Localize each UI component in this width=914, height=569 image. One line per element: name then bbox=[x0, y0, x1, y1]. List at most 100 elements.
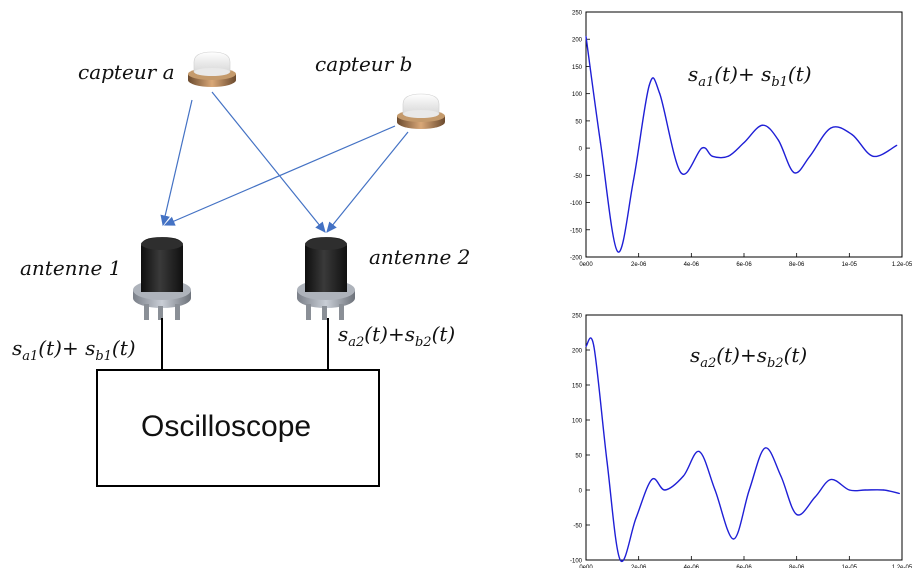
sig1-sub2: b1 bbox=[95, 349, 112, 364]
signal-point bbox=[761, 124, 764, 126]
signal-point bbox=[664, 489, 666, 491]
signal-point bbox=[764, 447, 766, 449]
oscilloscope-box bbox=[96, 369, 380, 487]
signal-point bbox=[659, 93, 661, 95]
arrow-b-to-antenna1 bbox=[163, 125, 396, 226]
y-tick-label: 0 bbox=[579, 489, 583, 495]
c2-s1: s bbox=[690, 343, 701, 367]
arrow-b-to-antenna2 bbox=[326, 131, 409, 233]
y-tick-label: 200 bbox=[572, 349, 583, 355]
signal-point bbox=[777, 139, 779, 141]
sig2-t2: (t) bbox=[431, 322, 456, 346]
c2-sub1: a2 bbox=[700, 356, 717, 371]
sig2-t1: (t)+ bbox=[364, 322, 405, 346]
x-tick-label: 2e-06 bbox=[631, 262, 647, 268]
signal-point bbox=[743, 142, 745, 144]
x-tick-label: 0e00 bbox=[579, 565, 593, 568]
signal-label-antenna1: sa1(t)+ sb1(t) bbox=[12, 336, 136, 364]
y-tick-label: -200 bbox=[570, 256, 583, 262]
signal-point bbox=[599, 142, 602, 144]
c1-sub1: a1 bbox=[698, 75, 715, 90]
antenna-1-icon bbox=[133, 237, 191, 320]
signal-point bbox=[585, 345, 587, 348]
x-tick-label: 2e-06 bbox=[631, 565, 647, 568]
signal-point bbox=[648, 84, 650, 87]
c1-s1: s bbox=[688, 62, 699, 86]
signal-label-antenna2: sa2(t)+sb2(t) bbox=[338, 322, 455, 350]
x-tick-label: 4e-06 bbox=[684, 565, 700, 568]
signal-point bbox=[796, 513, 798, 516]
signal-point bbox=[882, 489, 885, 491]
sig2-s1: s bbox=[338, 322, 349, 346]
x-tick-label: 6e-06 bbox=[736, 565, 752, 568]
c2-t2: (t) bbox=[783, 343, 808, 367]
c1-t1: (t)+ bbox=[714, 62, 762, 86]
y-tick-label: 0 bbox=[579, 147, 583, 153]
signal-point bbox=[851, 133, 853, 136]
signal-point bbox=[711, 155, 713, 157]
antenna-1-label: antenne 1 bbox=[20, 256, 122, 280]
sensor-a-label: capteur a bbox=[78, 60, 175, 84]
diagram-canvas bbox=[96, 51, 445, 487]
chart-bottom-annotation: sa2(t)+sb2(t) bbox=[690, 343, 807, 371]
y-tick-label: 250 bbox=[572, 11, 583, 17]
y-tick-label: 100 bbox=[572, 419, 583, 425]
y-tick-label: -50 bbox=[573, 174, 582, 180]
signal-point bbox=[809, 155, 811, 157]
sig1-s2: s bbox=[85, 336, 96, 360]
signal-point bbox=[780, 475, 782, 477]
signal-point bbox=[701, 147, 703, 149]
x-tick-label: 1e-05 bbox=[842, 262, 858, 268]
x-tick-label: 1e-05 bbox=[842, 565, 858, 568]
sensor-a-icon bbox=[188, 51, 236, 87]
signal-point bbox=[896, 144, 898, 146]
x-tick-label: 1.2e-05 bbox=[892, 565, 913, 568]
y-tick-label: -100 bbox=[570, 559, 583, 565]
sig1-t1: (t)+ bbox=[38, 336, 86, 360]
x-tick-label: 8e-06 bbox=[789, 565, 805, 568]
signal-point bbox=[617, 250, 619, 253]
sensor-b-label: capteur b bbox=[315, 52, 413, 76]
c1-t2: (t) bbox=[787, 62, 812, 86]
signal-point bbox=[606, 461, 608, 463]
signal-point bbox=[632, 180, 634, 182]
c2-s2: s bbox=[756, 343, 767, 367]
signal-point bbox=[619, 559, 621, 561]
oscilloscope-label: Oscilloscope bbox=[141, 410, 312, 443]
y-tick-label: 150 bbox=[572, 65, 583, 71]
sig1-sub1: a1 bbox=[22, 349, 39, 364]
signal-point bbox=[682, 475, 685, 477]
signal-point bbox=[651, 478, 653, 481]
x-tick-label: 1.2e-05 bbox=[892, 262, 913, 268]
signal-point bbox=[698, 450, 700, 453]
sig1-s1: s bbox=[12, 336, 23, 360]
plot-frame bbox=[585, 11, 903, 258]
signal-point bbox=[872, 155, 874, 157]
y-tick-label: -150 bbox=[570, 228, 583, 234]
sig2-sub1: a2 bbox=[348, 335, 365, 350]
c2-sub2: b2 bbox=[766, 356, 784, 371]
signal-line bbox=[585, 36, 898, 253]
signal-point bbox=[864, 489, 866, 491]
signal-point bbox=[898, 492, 900, 495]
arrow-a-to-antenna1 bbox=[160, 99, 193, 227]
y-tick-label: -50 bbox=[573, 524, 582, 530]
sensor-b-icon bbox=[397, 93, 445, 129]
c1-s2: s bbox=[761, 62, 772, 86]
c1-sub2: b1 bbox=[771, 75, 788, 90]
x-tick-label: 6e-06 bbox=[736, 262, 752, 268]
signal-point bbox=[748, 489, 750, 491]
c2-t1: (t)+ bbox=[716, 343, 757, 367]
y-tick-label: 50 bbox=[575, 119, 582, 125]
chart-top-annotation: sa1(t)+ sb1(t) bbox=[688, 62, 812, 90]
y-tick-label: 150 bbox=[572, 384, 583, 390]
antenna-2-label: antenne 2 bbox=[369, 245, 471, 269]
signal-point bbox=[732, 538, 735, 540]
antenna-2-icon bbox=[297, 237, 355, 320]
y-tick-label: 200 bbox=[572, 38, 583, 44]
y-tick-label: 100 bbox=[572, 92, 583, 98]
plot-frame bbox=[585, 314, 903, 561]
signal-point bbox=[585, 35, 587, 38]
